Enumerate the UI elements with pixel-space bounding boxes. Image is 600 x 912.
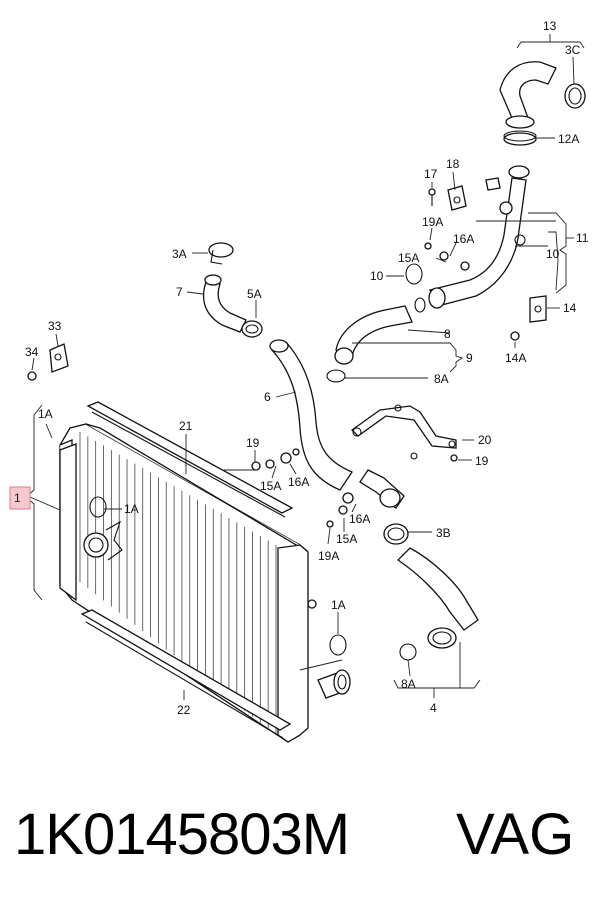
clamp-3C [564,83,586,109]
callout-19A-top: 19A [422,215,443,229]
callout-16A-top: 16A [453,232,474,246]
callout-7: 7 [176,285,183,299]
callout-1: 1 [14,491,21,505]
o-ring-1A-lower [329,634,347,656]
callout-18: 18 [446,157,460,171]
callout-1-highlight[interactable] [9,486,31,510]
callout-19-right: 19 [475,454,489,468]
callout-3C: 3C [565,43,581,57]
o-ring-10 [405,263,423,285]
hose-9 [334,297,426,365]
connector-tab [485,177,501,191]
hose-4 [396,547,479,649]
callout-15A-low: 15A [336,532,357,546]
callout-12A: 12A [558,132,579,146]
seal-strip-upper [86,401,294,518]
part-number: 1K0145803M [14,802,350,867]
flange-connector [359,469,405,509]
callout-4: 4 [430,701,437,715]
callout-17: 17 [424,167,438,181]
clamp-3A [208,242,234,265]
brand-name: VAG [456,802,575,867]
callout-1A-inner: 1A [124,502,139,516]
o-ring-8A-mid [326,369,346,383]
fasteners-top [424,242,470,271]
callout-8A-mid: 8A [434,372,449,386]
callout-1A-left: 1A [38,407,53,421]
callout-15A-mid: 15A [260,479,281,493]
callout-3A: 3A [172,247,187,261]
callout-19-mid: 19 [246,436,260,450]
callout-33: 33 [48,319,62,333]
elbow-hose-13 [499,61,557,129]
seal-strip-lower [80,609,292,739]
sensor-18 [447,185,467,211]
callout-8: 8 [444,327,451,341]
callout-10-right: 10 [546,247,560,261]
callout-22: 22 [177,703,191,717]
exploded-parts-diagram: 13 3C 12A 17 18 11 10 19A 16A 15A 10 3A … [9,19,589,743]
callout-14A: 14A [505,351,526,365]
callout-13: 13 [543,19,557,33]
callout-9: 9 [466,351,473,365]
clamp-5A [241,320,263,338]
callout-6: 6 [264,390,271,404]
callout-1A-lower: 1A [331,598,346,612]
callout-34: 34 [25,345,39,359]
callout-19A-low: 19A [318,549,339,563]
callout-16A-mid: 16A [288,475,309,489]
hose-7 [202,274,247,333]
pipe-20 [350,404,457,460]
clamp-12A [503,130,537,146]
sensor-part [307,599,317,609]
fasteners-mid [251,448,458,471]
intercooler-core [59,423,309,743]
callout-11: 11 [576,231,589,245]
bolt-17 [428,188,436,206]
bracket-33 [27,343,69,381]
footer: 1K0145803M VAG [0,790,600,900]
callout-3B: 3B [436,526,451,540]
hose-6 [269,339,353,491]
callout-15A-top: 15A [398,251,419,265]
outlet-connector [317,669,351,699]
callout-20: 20 [478,433,492,447]
callout-16A-low: 16A [349,512,370,526]
callout-14: 14 [563,301,577,315]
clamp-3B [383,523,409,545]
callout-21: 21 [179,419,193,433]
pipe-11 [428,165,530,309]
fasteners-low [326,492,354,528]
callout-8A-low: 8A [401,677,416,691]
callout-10-left: 10 [370,269,384,283]
bracket-14 [510,295,547,341]
callout-5A: 5A [247,287,262,301]
o-ring-8A-low [399,643,417,661]
